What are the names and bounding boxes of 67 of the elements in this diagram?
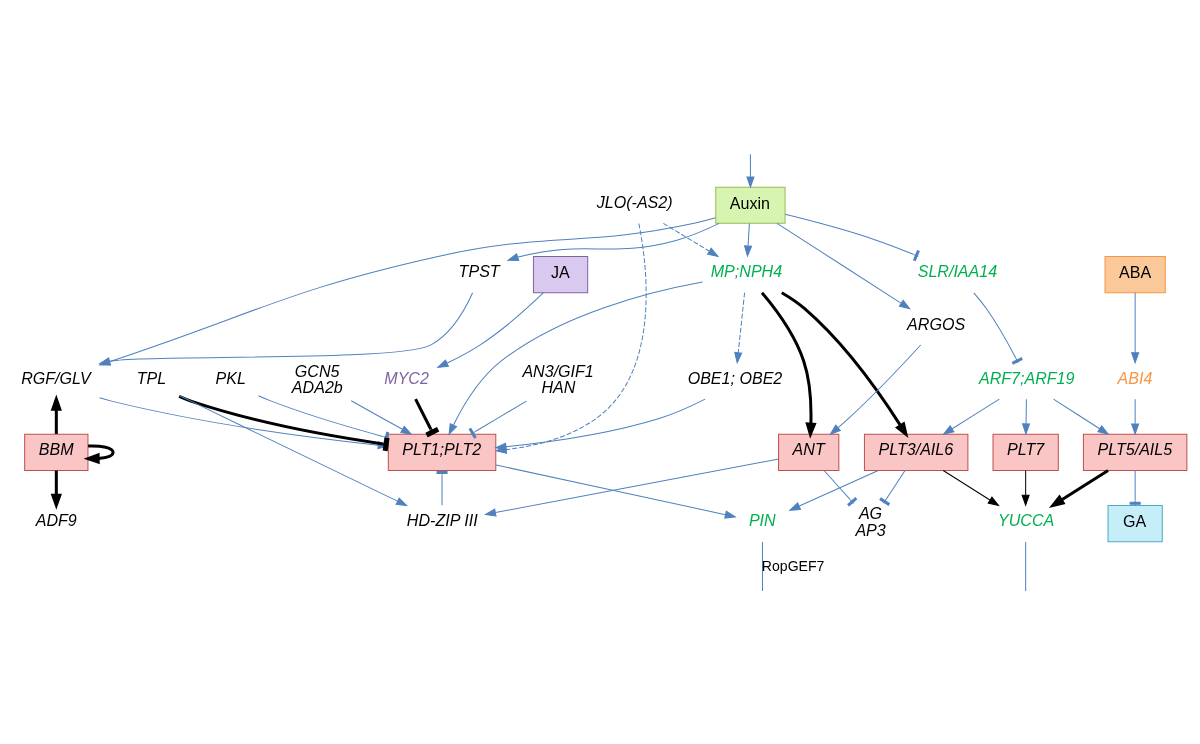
connector: [879, 469, 906, 506]
connector: [1129, 469, 1141, 506]
node-text: OBE1; OBE2: [687, 368, 783, 387]
arrow: [662, 222, 719, 257]
node-text: JLO(-AS2): [596, 192, 673, 211]
arrow: [484, 458, 779, 517]
edge-label: RopGEF7: [761, 557, 825, 574]
node-text: ABI4: [1117, 368, 1153, 387]
connector: [1025, 541, 1027, 591]
arrow: [829, 344, 922, 435]
arrow: [781, 290, 909, 438]
arrow: [83, 443, 115, 464]
connector: [823, 469, 858, 506]
connector: [468, 400, 527, 438]
arrow: [1048, 468, 1109, 508]
node-text: SLR/IAA14: [917, 261, 998, 280]
arrow: [789, 469, 879, 511]
node-text: ARF7;ARF19: [978, 368, 1075, 387]
node-box: BBM: [24, 433, 89, 471]
node-box: PLT3/AIL6: [863, 433, 969, 471]
arrow: [776, 222, 911, 309]
arrow: [448, 281, 703, 435]
arrow: [1022, 398, 1031, 434]
node-box: PLT5/AIL5: [1082, 433, 1188, 471]
node-box: ABA: [1104, 255, 1166, 293]
arrow: [1021, 469, 1030, 506]
node-text: ARGOS: [907, 314, 966, 333]
arrow: [50, 394, 62, 434]
arrow: [1131, 291, 1140, 363]
node-text: TPST: [458, 261, 500, 280]
connector: [784, 213, 920, 261]
node-text: PKL: [215, 368, 246, 387]
arrow: [760, 291, 817, 439]
connector: [436, 469, 448, 506]
node-text: GCN5 ADA2b: [291, 361, 343, 396]
node-box: PLT1;PLT2: [387, 433, 497, 471]
node-box: JA: [532, 255, 589, 293]
node-box: Auxin: [715, 186, 786, 224]
arrow: [350, 399, 412, 435]
node-text: RGF/GLV: [21, 368, 91, 387]
connector: [973, 291, 1023, 365]
arrow: [495, 398, 706, 451]
arrow: [734, 291, 746, 363]
node-text: MP;NPH4: [710, 261, 783, 280]
node-box: GA: [1107, 504, 1163, 542]
node-text: AN3/GIF1 HAN: [522, 361, 594, 396]
arrow: [746, 153, 755, 188]
node-text: HD-ZIP III: [406, 510, 478, 529]
arrow: [507, 222, 720, 261]
connector: [414, 398, 440, 437]
arrow: [1131, 398, 1140, 434]
node-text: AG AP3: [855, 503, 886, 539]
arrow: [50, 470, 62, 510]
arrow: [1053, 398, 1109, 435]
node-box: PLT7: [992, 433, 1059, 471]
node-text: YUCCA: [998, 510, 1055, 529]
node-text: TPL: [136, 368, 167, 387]
node-text: MYC2: [384, 368, 429, 387]
arrow: [942, 469, 999, 506]
arrow: [744, 222, 753, 257]
node-text: ADF9: [35, 510, 77, 529]
arrow: [178, 394, 408, 506]
node-box: ANT: [778, 433, 840, 471]
arrow: [437, 291, 544, 368]
arrow: [943, 398, 1000, 435]
arrow: [495, 464, 736, 519]
node-text: PIN: [748, 510, 776, 529]
